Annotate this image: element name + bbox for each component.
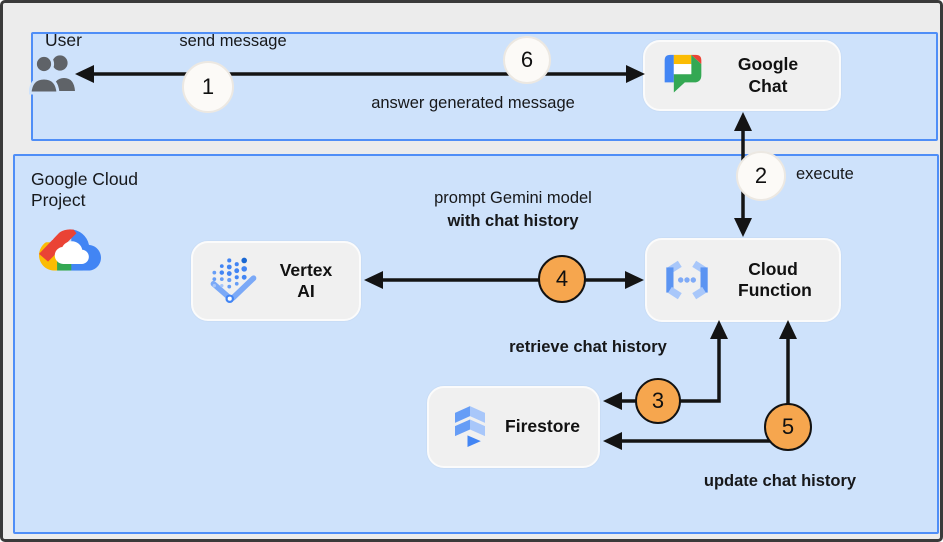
label-answer-generated: answer generated message [371,94,575,112]
node-cloud-function: Cloud Function [645,238,841,322]
label-send-message: send message [179,32,287,50]
step-number: 5 [781,414,795,439]
step-circle-3: 3 [635,378,681,424]
vertex-ai-icon [193,252,261,310]
google-chat-icon [645,50,705,102]
node-label: Firestore [505,416,580,437]
label-retrieve-chat-history: retrieve chat history [509,338,667,356]
node-firestore: Firestore [427,386,600,468]
node-google-chat: Google Chat [643,40,841,111]
node-label: Cloud Function [738,258,812,300]
step-circle-2: 2 [736,151,786,201]
step-number: 6 [520,47,534,72]
node-label: Google Chat [737,54,799,96]
firestore-icon [429,399,495,455]
users-icon [28,53,77,100]
node-label: Vertex AI [279,259,333,301]
step-number: 2 [754,163,768,188]
step-number: 3 [651,388,665,413]
gcp-zone-label: Google Cloud Project [31,169,139,211]
label-with-chat-history: with chat history [447,212,579,230]
google-cloud-logo [38,219,102,286]
label-update-chat-history: update chat history [703,472,857,490]
label-prompt-gemini: prompt Gemini model [434,189,592,207]
user-zone-label: User [45,30,82,50]
cloud-function-icon [647,253,715,307]
step-circle-6: 6 [503,36,551,84]
step-number: 4 [555,266,569,291]
label-execute: execute [796,165,854,183]
step-circle-1: 1 [182,61,234,113]
node-vertex-ai: Vertex AI [191,241,361,321]
step-circle-5: 5 [764,403,812,451]
step-number: 1 [201,74,215,99]
step-circle-4: 4 [538,255,586,303]
